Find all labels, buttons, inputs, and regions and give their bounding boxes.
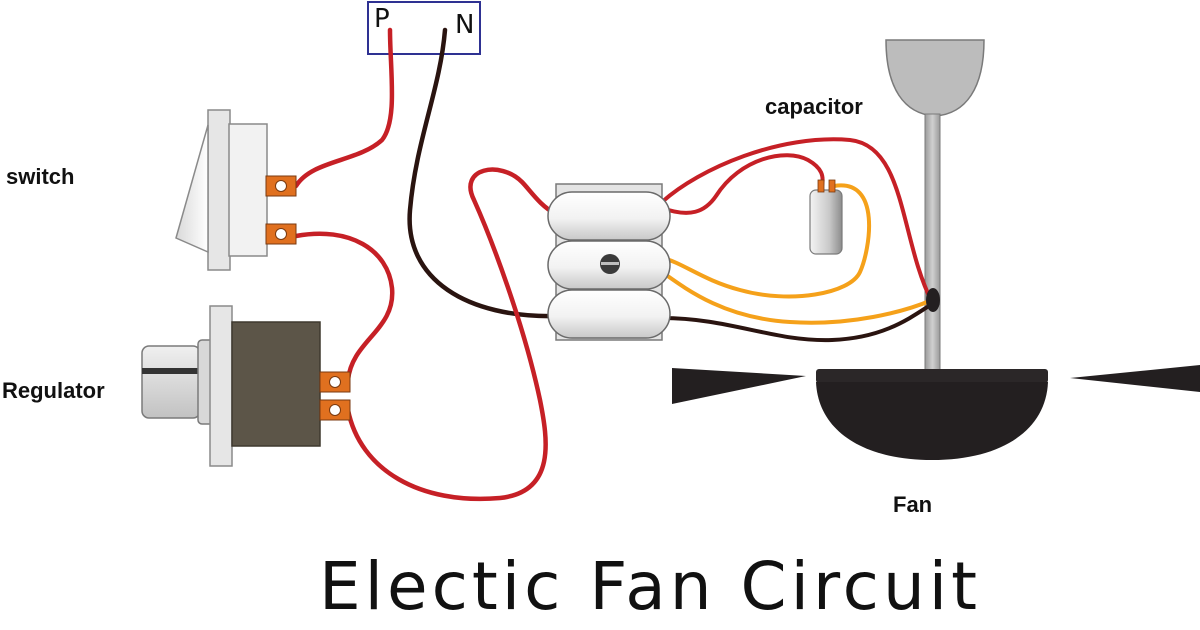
fan-downrod — [924, 113, 941, 371]
phase-terminal-label: P — [374, 4, 390, 34]
regulator-plate — [209, 305, 233, 467]
connector-tier-bottom — [547, 289, 671, 339]
wire-capacitor-orange — [660, 183, 872, 299]
wires — [293, 27, 934, 502]
capacitor-label: capacitor — [765, 94, 863, 119]
connector-tier-top — [547, 191, 671, 241]
connector-block — [547, 183, 671, 341]
regulator-terminal-bottom — [319, 399, 351, 421]
wire-block-fan — [660, 137, 934, 304]
capacitor-body — [809, 189, 843, 255]
regulator-terminal-top — [319, 371, 351, 393]
capacitor-unit — [809, 179, 843, 255]
switch-body — [228, 123, 268, 257]
wire-block-capacitor — [660, 153, 825, 215]
regulator-unit — [141, 305, 321, 467]
capacitor-terminal-left — [817, 179, 825, 193]
switch-terminal-top — [265, 175, 297, 197]
fan-wire-entry — [926, 288, 940, 312]
fan-blade-right — [1070, 365, 1200, 392]
diagram-title: Electic Fan Circuit — [318, 548, 981, 625]
wire-block-fan-orange — [660, 270, 934, 325]
wire-phase-supply — [293, 27, 395, 189]
switch-terminal-bottom — [265, 223, 297, 245]
fan-body-rim — [816, 369, 1048, 383]
regulator-label: Regulator — [2, 378, 105, 403]
switch-unit — [175, 109, 268, 271]
fan-blade-left — [672, 368, 806, 404]
switch-rocker — [175, 124, 209, 254]
wire-switch-regulator — [293, 231, 395, 383]
regulator-body — [231, 321, 321, 447]
capacitor-terminal-right — [828, 179, 836, 193]
wire-regulator-block — [345, 167, 559, 502]
fan-canopy — [885, 39, 985, 117]
switch-label: switch — [6, 164, 75, 189]
neutral-terminal-label: N — [455, 10, 475, 40]
wire-neutral-supply — [407, 27, 559, 319]
supply-box — [367, 1, 481, 55]
fan-body — [816, 382, 1048, 460]
regulator-knob-mark — [142, 368, 200, 374]
regulator-knob — [141, 345, 201, 419]
connector-screw-slot — [601, 262, 619, 265]
terminals — [265, 175, 351, 421]
wire-block-fan-dark — [660, 302, 934, 343]
fan-assembly — [672, 39, 1200, 460]
switch-plate — [207, 109, 231, 271]
fan-label: Fan — [893, 492, 933, 517]
